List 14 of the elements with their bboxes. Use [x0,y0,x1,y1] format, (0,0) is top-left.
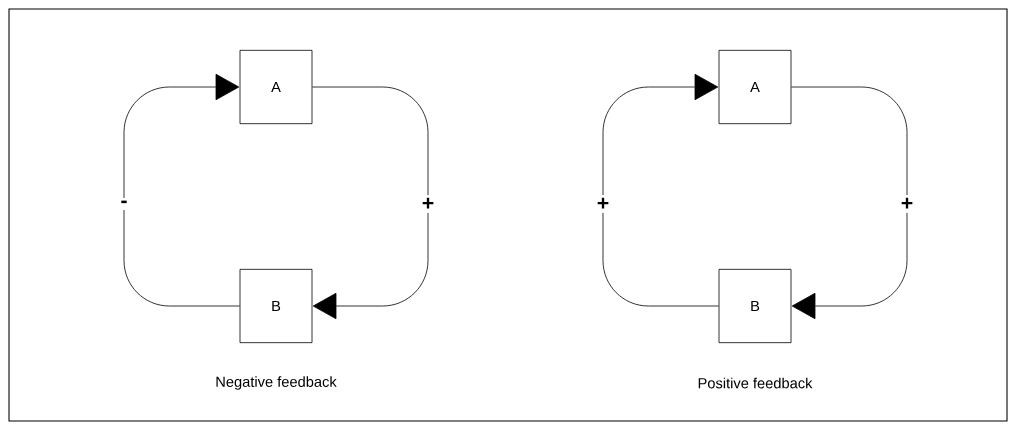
block-box: B [718,268,792,344]
arrow [602,73,719,307]
edge-label: + [594,195,612,213]
edge-label: - [117,197,131,211]
edge-label: + [419,195,437,213]
arrow [312,86,429,320]
block-box: B [239,268,313,344]
edge-label: + [898,195,916,213]
arrow [791,86,908,320]
block-box: A [239,49,313,125]
caption: Negative feedback [216,376,337,390]
arrow [123,73,240,307]
caption: Positive feedback [698,377,813,389]
block-box: A [718,49,792,125]
